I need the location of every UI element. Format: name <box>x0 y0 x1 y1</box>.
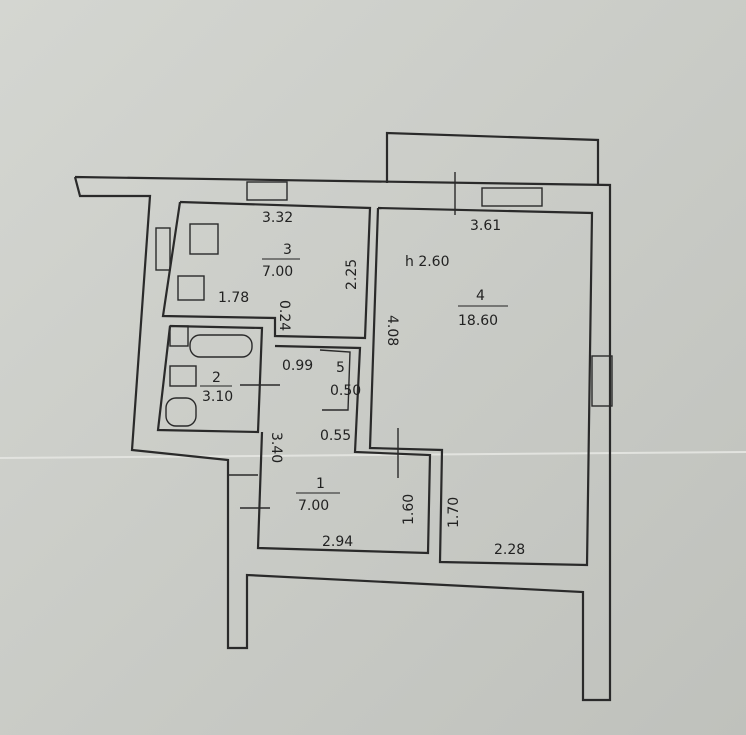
washbasin-icon <box>169 365 197 387</box>
toilet-icon <box>165 397 197 427</box>
dim-closet-depth: 0.55 <box>320 428 351 444</box>
room-4-area: 18.60 <box>458 313 498 329</box>
dim-room-width: 3.61 <box>470 218 501 234</box>
dim-kitchen-inner: 1.78 <box>218 290 249 306</box>
ceiling-height: h 2.60 <box>405 254 450 270</box>
room-3-area: 7.00 <box>262 264 293 280</box>
dim-kitchen-width: 3.32 <box>262 210 293 226</box>
paper-fold <box>0 451 746 459</box>
boiler-icon <box>169 325 189 347</box>
dim-room-lower: 1.70 <box>446 497 462 528</box>
sink-icon <box>177 275 205 301</box>
dim-hall-width: 2.94 <box>322 534 353 550</box>
bathtub-icon <box>189 334 253 358</box>
room-3-number: 3 <box>283 242 292 258</box>
room-5-number: 5 <box>336 360 345 376</box>
dim-kitchen-step: 0.24 <box>276 300 292 331</box>
dim-room-depth: 4.08 <box>384 315 400 346</box>
dim-hall-length: 3.40 <box>268 432 284 463</box>
labels: 3.32 3 7.00 2.25 1.78 0.24 3.61 h 2.60 4… <box>200 210 525 558</box>
dim-hall-short: 1.60 <box>401 494 417 525</box>
dim-kitchen-depth: 2.25 <box>344 259 360 290</box>
room-5-area: 0.50 <box>330 383 361 399</box>
room-1-area: 7.00 <box>298 498 329 514</box>
walls <box>73 131 613 702</box>
dim-room-lower-width: 2.28 <box>494 542 525 558</box>
room-2-area: 3.10 <box>202 389 233 405</box>
room-4-number: 4 <box>476 288 485 304</box>
room-2-number: 2 <box>212 370 221 386</box>
stove-icon <box>189 223 219 255</box>
dim-hall-passage: 0.99 <box>282 358 313 374</box>
room-1-number: 1 <box>316 476 325 492</box>
